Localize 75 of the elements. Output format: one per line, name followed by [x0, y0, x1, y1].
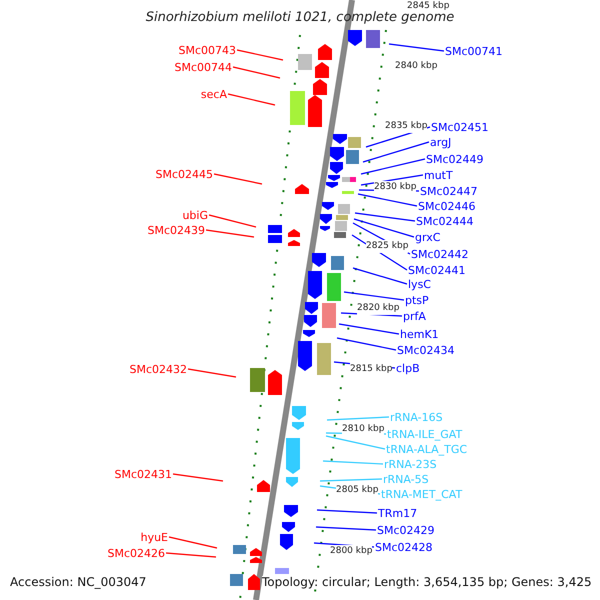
gene-label: SMc02451 [431, 121, 489, 134]
leader-line [326, 435, 386, 450]
leader-line [352, 267, 408, 285]
gene-label: SMc02428 [375, 541, 433, 554]
gene-label: ptsP [405, 294, 429, 307]
gene-label: SMc02429 [377, 524, 435, 537]
leader-line [388, 43, 444, 52]
gene-label: SMc02434 [397, 344, 455, 357]
gene-label: tRNA-ALA_TGC [386, 443, 468, 456]
gene-label: tRNA-MET_CAT [381, 488, 462, 501]
leader-line [316, 509, 378, 514]
scale-label: 2845 kbp [407, 0, 450, 13]
leader-line [166, 552, 216, 558]
gene-label: mutT [424, 169, 453, 182]
leader-line [354, 212, 416, 222]
scale-label: 2805 kbp [336, 484, 378, 497]
scale-label: 2830 kbp [374, 181, 416, 194]
gene-label: SMc00743 [178, 44, 236, 57]
leader-line [360, 158, 426, 175]
gene-label: secA [200, 88, 227, 101]
scale-label: 2825 kbp [366, 240, 408, 253]
gene-label: argJ [430, 136, 452, 149]
leader-line [206, 229, 254, 238]
gene-label: SMc02431 [114, 468, 172, 481]
leader-line [214, 173, 262, 185]
scale-label: 2820 kbp [357, 302, 400, 315]
gene-label: rRNA-23S [384, 458, 437, 471]
scale-label: 2840 kbp [395, 60, 438, 73]
gene-label: hyuE [140, 531, 168, 544]
gene-label: rRNA-16S [390, 411, 443, 424]
leader-line [336, 337, 396, 351]
gene-label: rRNA-5S [383, 473, 429, 486]
gene-label: SMc02441 [408, 264, 466, 277]
gene-label: SMc00744 [174, 61, 232, 74]
leader-line [326, 416, 390, 421]
scale-label: 2810 kbp [342, 423, 384, 436]
gene-label: TRm17 [378, 507, 418, 520]
gene-label: ubiG [182, 209, 208, 222]
leader-line [316, 526, 376, 531]
gene-label: prfA [403, 310, 426, 323]
gene-label: SMc02444 [416, 215, 474, 228]
leader-line [208, 214, 256, 228]
gene-label: tRNA-ILE_GAT [387, 428, 462, 441]
title: Sinorhizobium meliloti 1021, complete genome [144, 11, 456, 24]
leader-line [320, 478, 382, 482]
leader-line [354, 218, 414, 238]
gene-label: SMc02449 [426, 153, 484, 166]
scale-label: 2835 kbp [385, 120, 428, 133]
gene-label: SMc02426 [107, 547, 165, 560]
gene-label: SMc02447 [420, 185, 478, 198]
leader-line [228, 93, 276, 106]
leader-line [168, 536, 218, 549]
footer-text: Topology: circular; Length: 3,654,135 bp; Genes: 3,425 [262, 576, 592, 589]
footer-text: Accession: NC_003047 [10, 576, 146, 589]
leader-line [236, 49, 284, 61]
gene-label: SMc00741 [445, 45, 503, 58]
gene-label: SMc02445 [155, 168, 213, 181]
gene-label: SMc02442 [411, 248, 469, 261]
leader-line [188, 368, 236, 378]
leader-line [338, 323, 400, 335]
scale-label: 2815 kbp [350, 363, 392, 376]
gene-label: clpB [396, 362, 420, 375]
gene-label: hemK1 [400, 328, 439, 341]
gene-label: SMc02439 [147, 224, 205, 237]
leader-line [358, 193, 418, 207]
leader-line [362, 141, 430, 163]
leader-line [322, 460, 384, 465]
leader-line [172, 473, 224, 482]
scale-label: 2800 kbp [330, 545, 372, 558]
gene-label: SMc02432 [129, 363, 187, 376]
gene-label: lysC [408, 278, 431, 291]
leader-line [232, 66, 280, 79]
leader-line [344, 291, 404, 301]
gene-label: SMc02446 [418, 200, 476, 213]
gene-label: grxC [415, 231, 440, 244]
